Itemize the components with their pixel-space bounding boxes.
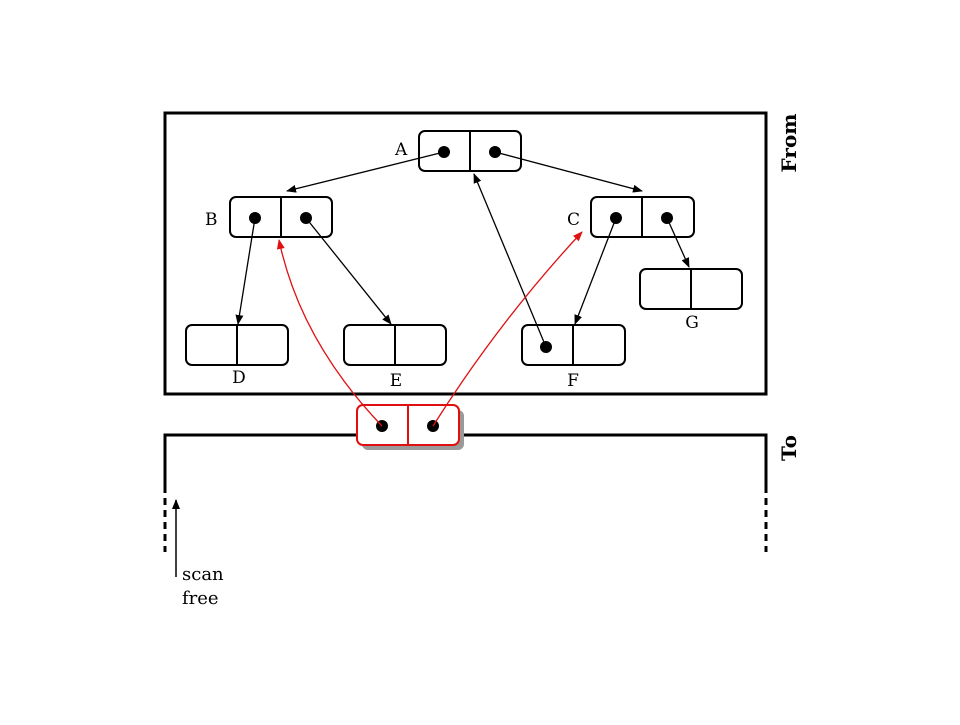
- node-d: [185, 324, 289, 366]
- red-arrow-copy-to-b: [276, 239, 383, 427]
- arrow-c-to-g: [666, 217, 690, 268]
- to-space-outline: [163, 433, 768, 493]
- node-label-g: G: [685, 313, 699, 333]
- arrow-f-to-a: [473, 173, 547, 348]
- arrow-b-to-d: [235, 217, 256, 325]
- arrow-c-to-f: [574, 217, 617, 325]
- free-label: free: [182, 588, 219, 609]
- node-e: [343, 324, 447, 366]
- node-g: [639, 268, 743, 310]
- from-space-label: From: [777, 114, 801, 173]
- node-label-c: C: [567, 210, 580, 230]
- node-label-d: D: [232, 368, 246, 388]
- scan-label: scan: [182, 564, 224, 585]
- to-space-label: To: [777, 435, 801, 461]
- node-label-f: F: [567, 371, 579, 391]
- arrow-a-to-c: [494, 151, 643, 193]
- node-c: [590, 196, 695, 238]
- node-a: [418, 130, 522, 172]
- arrow-b-to-e: [305, 217, 392, 325]
- node-f: [521, 324, 626, 366]
- red-arrow-copy-to-c: [432, 231, 583, 427]
- arrow-a-to-b: [286, 151, 445, 193]
- from-space-box: [163, 111, 768, 396]
- node-label-a: A: [394, 140, 408, 160]
- node-label-e: E: [390, 371, 402, 391]
- copied-node-a: [356, 404, 464, 450]
- node-label-b: B: [205, 210, 218, 230]
